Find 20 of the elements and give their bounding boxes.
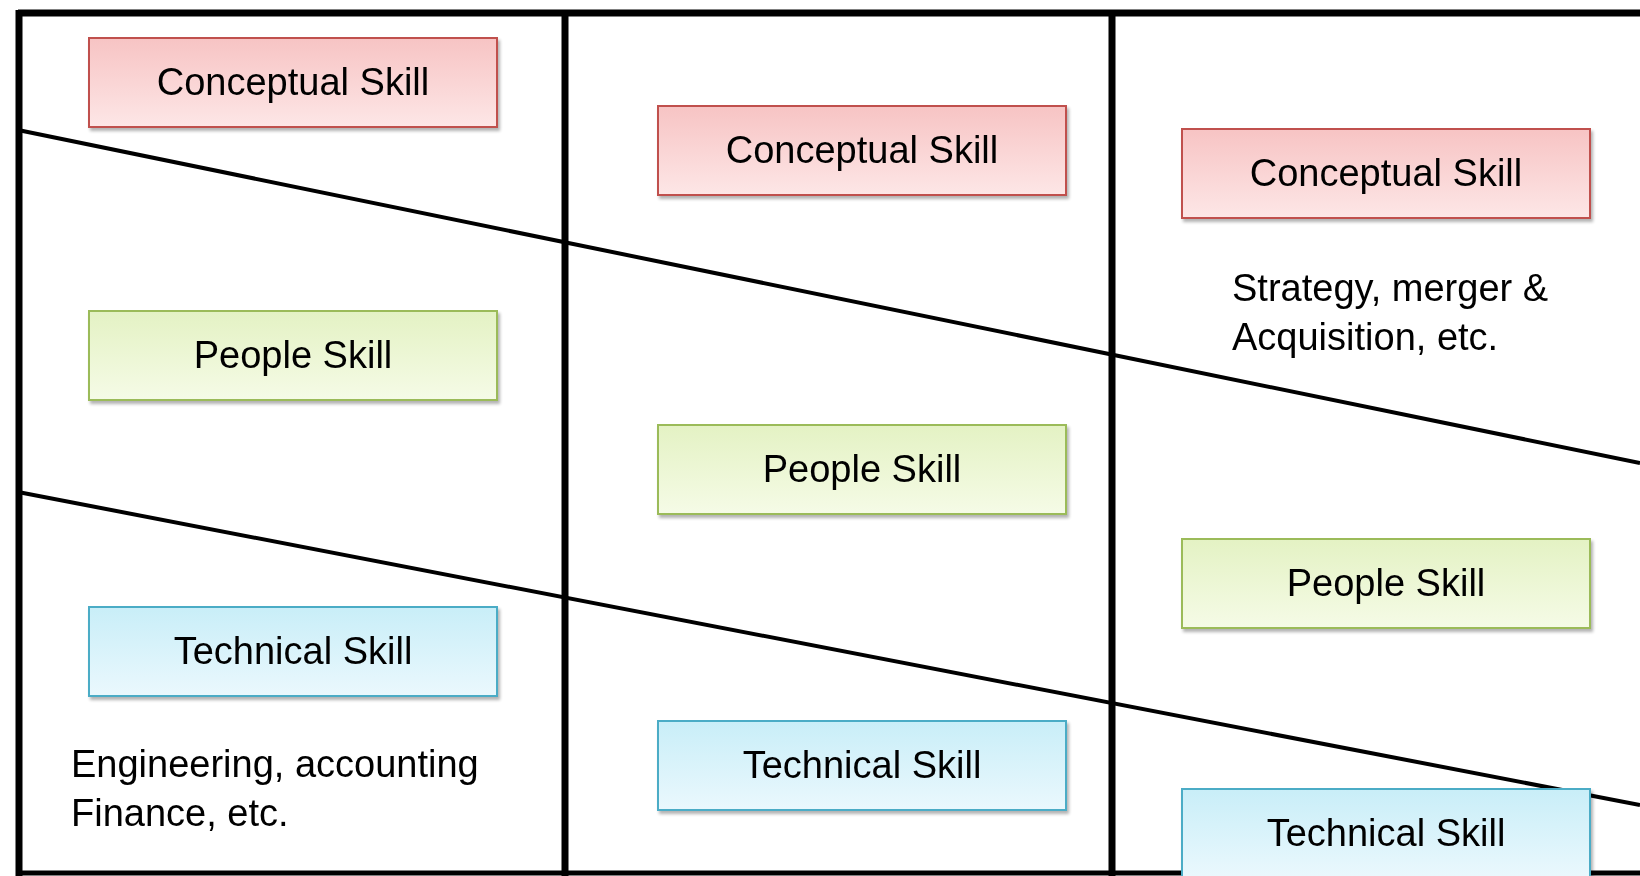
skill-label: Conceptual Skill bbox=[725, 129, 999, 172]
skill-label: People Skill bbox=[762, 448, 962, 491]
skill-box bbox=[657, 424, 1067, 515]
skill-box bbox=[1181, 538, 1591, 629]
example-note: Strategy, merger & Acquisition, etc. bbox=[1232, 266, 1550, 360]
skill-label: Conceptual Skill bbox=[1249, 152, 1523, 195]
skill-box bbox=[1181, 788, 1591, 876]
skill-box bbox=[88, 310, 498, 401]
skill-box bbox=[88, 606, 498, 697]
skill-box bbox=[88, 37, 498, 128]
skill-label: Technical Skill bbox=[742, 744, 982, 787]
skill-label: Conceptual Skill bbox=[156, 61, 430, 104]
skill-box bbox=[657, 105, 1067, 196]
skill-box bbox=[1181, 128, 1591, 219]
skill-label: Technical Skill bbox=[1266, 812, 1506, 855]
example-note: Engineering, accounting Finance, etc. bbox=[71, 742, 480, 836]
skill-label: People Skill bbox=[193, 334, 393, 377]
skill-label: People Skill bbox=[1286, 562, 1486, 605]
skill-box bbox=[657, 720, 1067, 811]
skill-label: Technical Skill bbox=[173, 630, 413, 673]
